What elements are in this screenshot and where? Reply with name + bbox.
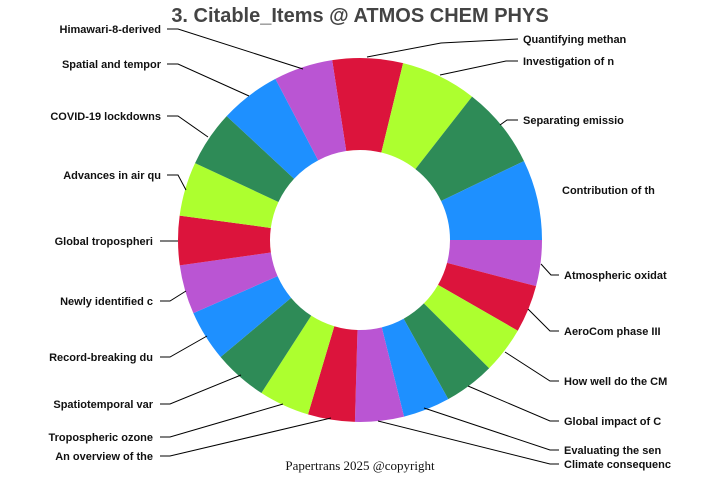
donut-slice xyxy=(220,297,312,393)
donut-slice xyxy=(423,284,518,369)
donut-slice xyxy=(381,63,473,170)
leader-line xyxy=(499,119,518,126)
leader-line xyxy=(527,308,559,332)
donut-slice xyxy=(332,57,404,153)
slice-label: Spatiotemporal var xyxy=(53,399,153,411)
slice-label: Newly identified c xyxy=(60,296,153,308)
leader-line xyxy=(377,420,559,465)
leader-line xyxy=(160,403,284,438)
slice-label: Advances in air qu xyxy=(63,170,161,182)
slice-label: Evaluating the sen xyxy=(564,445,661,457)
chart-title: 3. Citable_Items @ ATMOS CHEM PHYS xyxy=(171,5,549,27)
slice-label: Quantifying methan xyxy=(523,34,627,46)
leader-lines xyxy=(160,28,559,465)
leader-line xyxy=(467,385,559,422)
leader-line xyxy=(540,263,559,276)
slice-label: Record-breaking du xyxy=(49,352,153,364)
slice-label: AeroCom phase III xyxy=(564,326,661,338)
leader-line xyxy=(167,63,250,97)
donut-slice xyxy=(308,326,358,422)
slice-label: Tropospheric ozone xyxy=(48,432,153,444)
leader-line xyxy=(160,374,242,405)
donut-slice xyxy=(226,78,319,179)
slice-label: Investigation of n xyxy=(523,56,614,68)
slice-label: How well do the CM xyxy=(564,376,667,388)
slice-label: Global tropospheri xyxy=(55,236,153,248)
donut-slice xyxy=(179,252,278,314)
leader-line xyxy=(366,38,519,58)
slice-label: Contribution of th xyxy=(562,185,655,197)
slice-label: Atmospheric oxidat xyxy=(564,270,667,282)
donut-slice xyxy=(261,315,335,415)
leader-line xyxy=(504,351,559,382)
slice-label: An overview of the xyxy=(55,451,153,463)
slice-label: Separating emissio xyxy=(523,115,624,127)
donut-slice xyxy=(179,163,279,228)
donut-slice xyxy=(354,327,405,422)
donut-slice xyxy=(193,276,292,357)
donut-slice xyxy=(275,60,347,161)
donut-slices xyxy=(178,57,543,422)
donut-slice xyxy=(415,96,524,201)
donut-slice xyxy=(178,215,271,266)
donut-slice xyxy=(447,240,543,287)
donut-slice xyxy=(438,262,537,331)
leader-line xyxy=(160,417,332,457)
donut-slice xyxy=(441,161,543,240)
donut-slice xyxy=(403,303,490,400)
donut-slice xyxy=(381,318,449,417)
donut-slice xyxy=(195,116,295,202)
leader-line xyxy=(439,60,518,76)
leader-line xyxy=(160,290,187,302)
leader-line xyxy=(167,115,209,138)
leader-line xyxy=(160,335,208,358)
copyright-footer: Papertrans 2025 @copyright xyxy=(285,458,435,473)
slice-label: Climate consequenc xyxy=(564,459,671,471)
leader-line xyxy=(423,407,559,451)
slice-label: Spatial and tempor xyxy=(62,59,162,71)
leader-line xyxy=(167,174,187,191)
slice-label: Himawari-8-derived xyxy=(60,24,161,36)
leader-line xyxy=(167,28,304,70)
slice-label: COVID-19 lockdowns xyxy=(50,111,161,123)
slice-label: Global impact of C xyxy=(564,416,661,428)
